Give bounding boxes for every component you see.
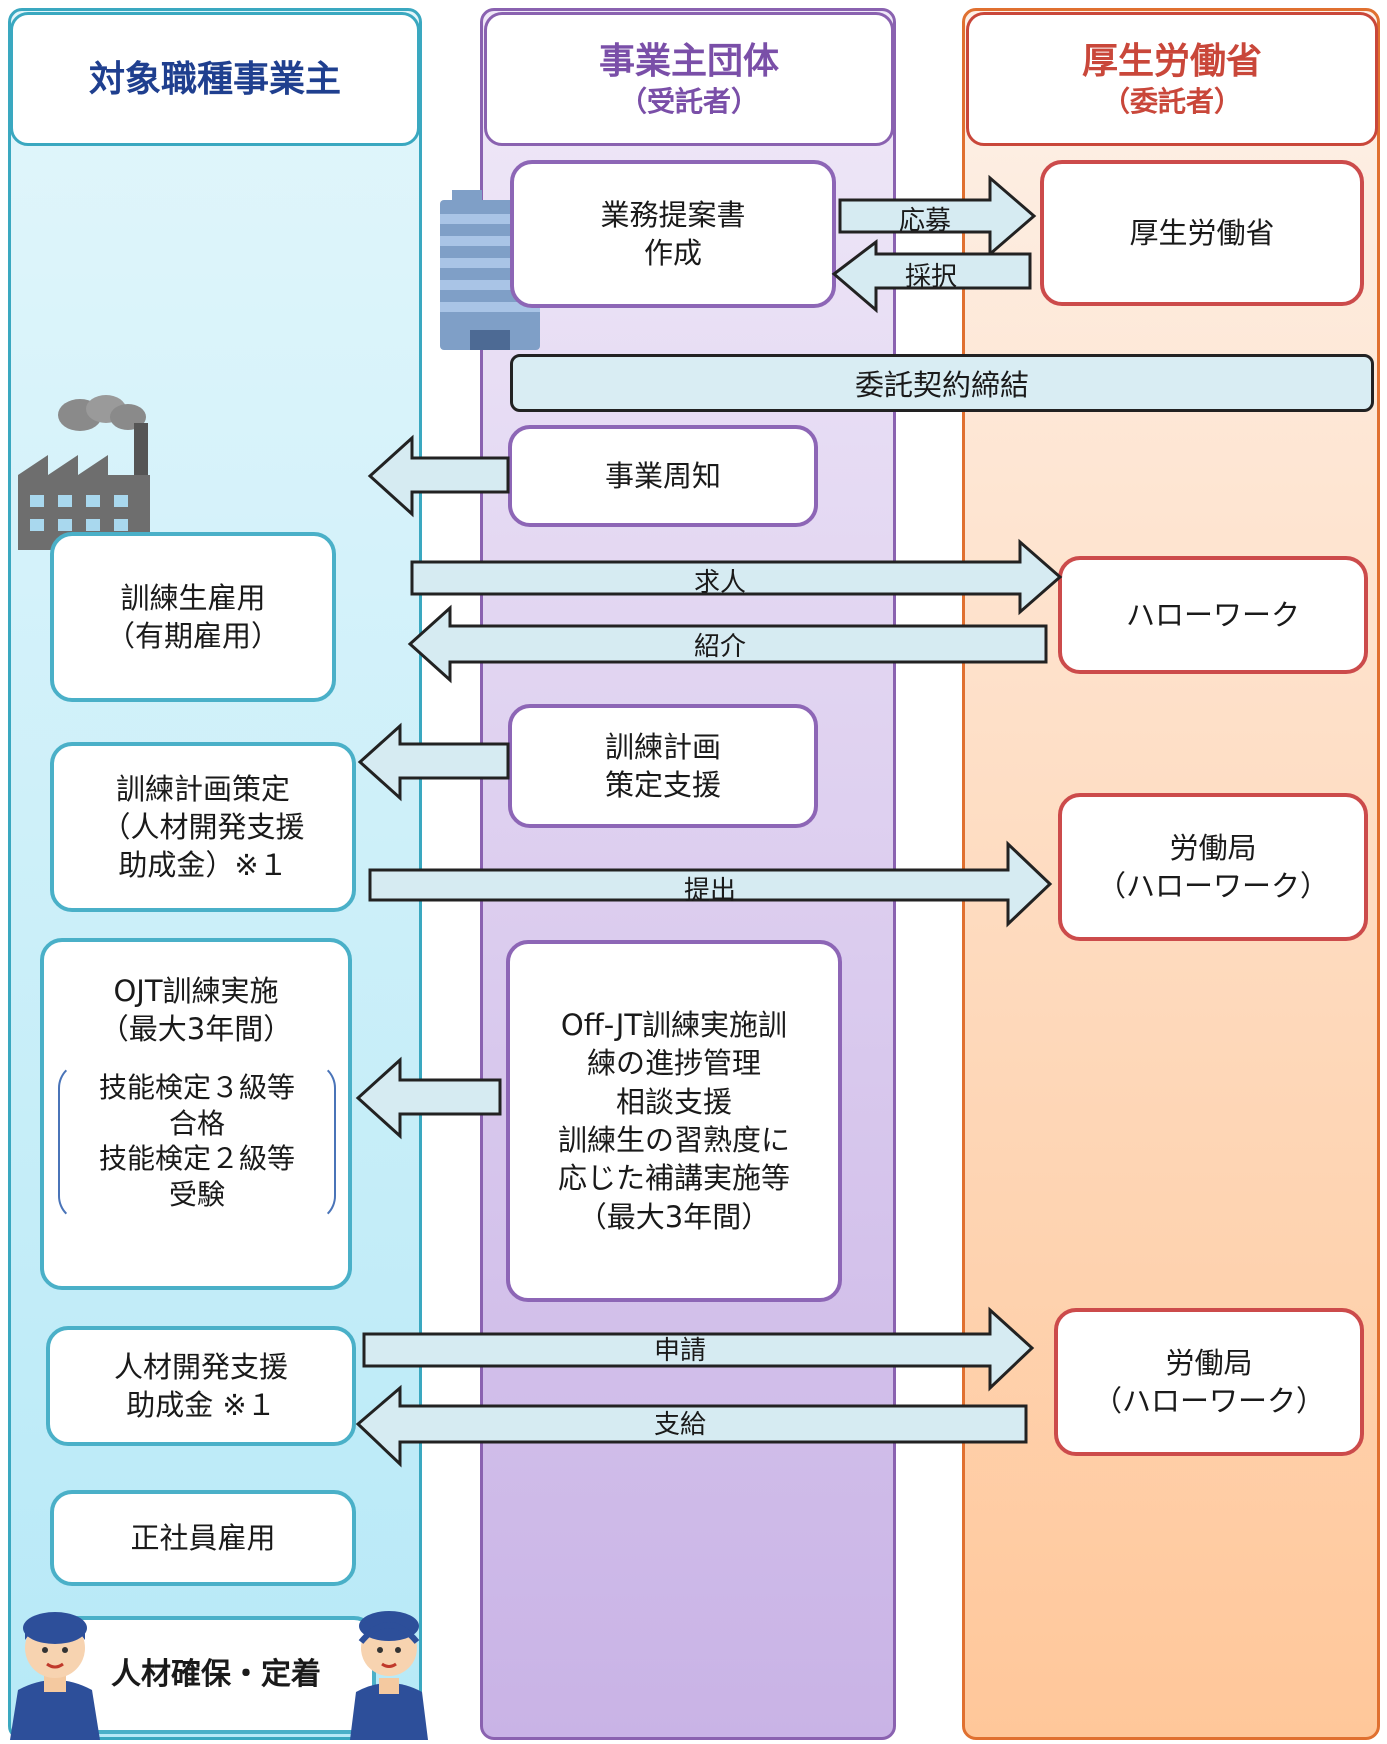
ministry-title: 厚生労働省 [1081,41,1262,82]
ministry-subtitle: （委託者） [1101,85,1242,118]
female-worker-icon [346,1578,432,1740]
offjt-box: Off-JT訓練実施訓 練の進捗管理 相談支援 訓練生の習熟度に 応じた補講実施… [506,940,842,1302]
payment-label: 支給 [653,1410,706,1440]
retention-text: 人材確保・定着 [111,1657,321,1693]
trainee-hire-box: 訓練生雇用 （有期雇用） [50,532,336,702]
factory-icon [18,395,153,550]
submit-label: 提出 [683,876,736,906]
plan-support-box: 訓練計画 策定支援 [508,704,818,828]
request-label: 申請 [653,1336,706,1366]
contract-band: 委託契約締結 [510,354,1374,412]
introduce-label: 紹介 [693,632,746,662]
ojt-box: OJT訓練実施 （最大3年間） [40,938,352,1290]
payment-arrow [355,1384,1028,1468]
skill-test-text: 技能検定３級等 合格 技能検定２級等 受験 [98,1071,295,1211]
plan-support-arrow [357,722,510,802]
skill-test-bracket [58,1062,336,1222]
regular-hire-box: 正社員雇用 [50,1490,356,1586]
male-worker-icon [0,1578,110,1740]
organization-header: 事業主団体 （受託者） [484,12,894,146]
organization-title: 事業主団体 [598,41,779,82]
employer-header: 対象職種事業主 [10,12,420,146]
labor-bureau-box-1: 労働局 （ハローワーク） [1058,793,1368,941]
apply-arrow [838,174,1037,258]
adopt-arrow [831,238,1032,314]
introduce-arrow [407,604,1048,684]
hellowork-box: ハローワーク [1058,556,1368,674]
plan-make-box: 訓練計画策定 （人材開発支援 助成金）※１ [50,742,356,912]
ministry-header: 厚生労働省 （委託者） [966,12,1378,146]
employer-title: 対象職種事業主 [88,58,341,100]
submit-arrow [368,840,1053,928]
labor-bureau-box-2: 労働局 （ハローワーク） [1054,1308,1364,1456]
organization-subtitle: （受託者） [618,85,759,118]
proposal-box: 業務提案書 作成 [510,160,836,308]
ministry-box: 厚生労働省 [1040,160,1364,306]
ojt-text: OJT訓練実施 （最大3年間） [99,974,293,1047]
apply-label: 応募 [898,206,951,236]
retention-box: 人材確保・定着 [56,1616,376,1734]
request-arrow [362,1306,1035,1392]
announce-box: 事業周知 [508,425,818,527]
recruit-label: 求人 [693,568,746,598]
adopt-label: 採択 [904,262,957,292]
subsidy-box: 人材開発支援 助成金 ※１ [46,1326,356,1446]
offjt-arrow [355,1056,502,1140]
recruit-arrow [410,538,1063,616]
announce-arrow [367,434,510,518]
